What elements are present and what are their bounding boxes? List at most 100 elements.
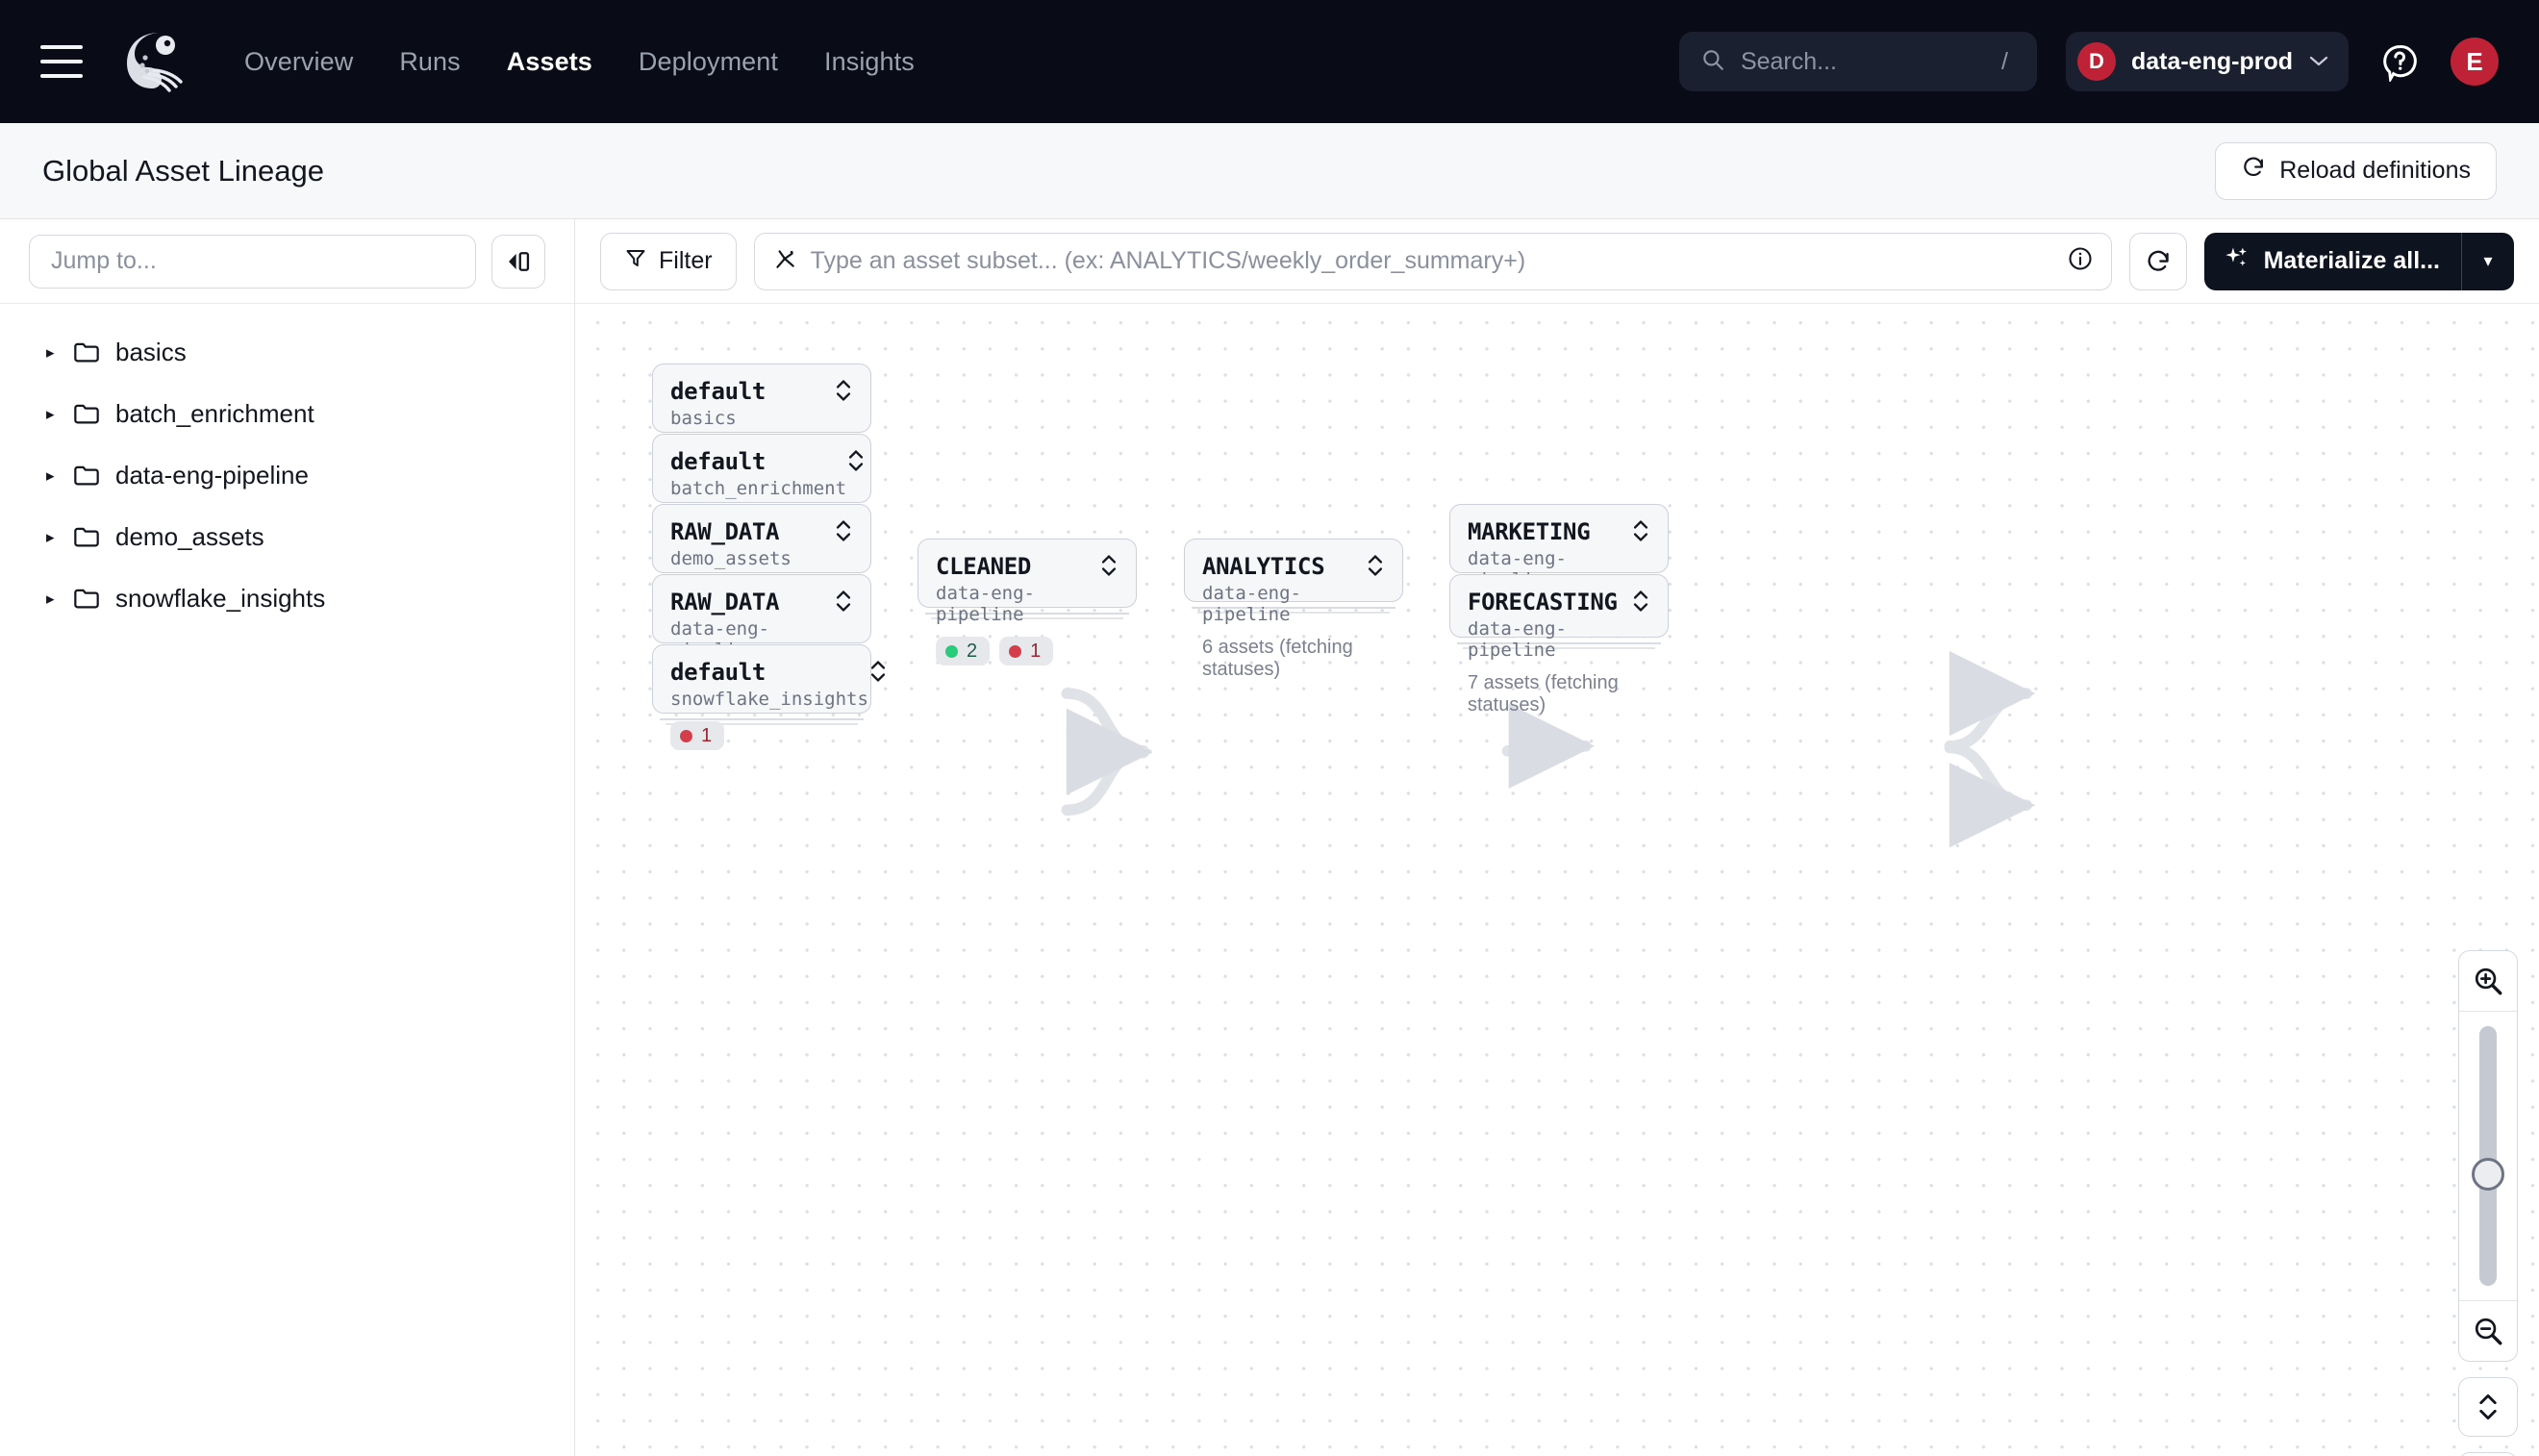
folder-icon — [73, 340, 115, 364]
chevron-down-icon — [2308, 51, 2329, 73]
node-title: FORECASTING — [1468, 589, 1618, 615]
node-fetching-status: 7 assets (fetching statuses) — [1468, 672, 1619, 715]
asset-group-node-demo-assets-raw-data[interactable]: RAW_DATA demo_assets — [652, 504, 871, 610]
node-stack-line — [660, 718, 864, 720]
nav-link-insights[interactable]: Insights — [824, 46, 915, 76]
nav-link-assets[interactable]: Assets — [506, 46, 592, 76]
node-stack-line — [925, 613, 1129, 615]
node-subtitle: basics — [670, 408, 737, 429]
asset-subset-placeholder: Type an asset subset... (ex: ANALYTICS/w… — [810, 247, 1526, 274]
node-subtitle: data-eng-pipeline — [936, 583, 1035, 625]
nav-link-overview[interactable]: Overview — [244, 46, 354, 76]
zoom-divider — [2459, 1011, 2517, 1012]
folder-icon — [73, 525, 115, 548]
user-avatar[interactable]: E — [2451, 38, 2499, 86]
expand-collapse-all-button[interactable] — [2458, 1377, 2518, 1437]
node-subtitle: data-eng-pipeline — [1468, 618, 1567, 661]
asset-group-node-batch-enrichment-default[interactable]: default batch_enrichment — [652, 434, 871, 540]
zoom-out-button[interactable] — [2459, 1301, 2517, 1361]
chevron-right-icon[interactable]: ▸ — [46, 589, 55, 608]
lineage-canvas: Filter Type an asset subset... (ex: ANAL… — [575, 219, 2539, 1456]
chevron-right-icon[interactable]: ▸ — [46, 527, 55, 546]
deployment-switcher[interactable]: D data-eng-prod — [2065, 32, 2349, 91]
jump-to-input[interactable]: Jump to... — [29, 234, 476, 289]
sidebar-item-label: basics — [115, 337, 187, 366]
deployment-name: data-eng-prod — [2130, 47, 2293, 75]
node-title: CLEANED — [936, 553, 1032, 580]
funnel-icon — [624, 246, 647, 276]
expand-collapse-icon[interactable] — [1631, 589, 1650, 618]
sidebar-item-snowflake-insights[interactable]: ▸ snowflake_insights — [0, 567, 574, 629]
asset-subset-input[interactable]: Type an asset subset... (ex: ANALYTICS/w… — [753, 232, 2112, 290]
expand-collapse-icon[interactable] — [1366, 553, 1385, 583]
expand-collapse-icon[interactable] — [868, 659, 888, 689]
asset-group-node-data-eng-pipeline-raw-data[interactable]: RAW_DATA data-eng-pipeline — [652, 574, 871, 701]
sidebar-item-demo-assets[interactable]: ▸ demo_assets — [0, 506, 574, 567]
asset-group-node-cleaned[interactable]: CLEANED data-eng-pipeline — [918, 539, 1137, 665]
status-badge[interactable]: 2 — [936, 637, 991, 665]
reload-definitions-label: Reload definitions — [2279, 157, 2471, 184]
chevron-right-icon[interactable]: ▸ — [46, 404, 55, 423]
search-input[interactable]: Search... / — [1678, 32, 2037, 91]
chevron-right-icon[interactable]: ▸ — [46, 465, 55, 485]
expand-collapse-icon[interactable] — [834, 518, 853, 548]
lineage-toolbar: Filter Type an asset subset... (ex: ANAL… — [575, 219, 2539, 304]
refresh-lineage-button[interactable] — [2128, 232, 2187, 290]
reload-definitions-button[interactable]: Reload definitions — [2215, 141, 2497, 200]
asset-group-node-forecasting[interactable]: FORECASTING data-eng-pipeline 7 assets (… — [1449, 574, 1669, 715]
search-icon — [1700, 47, 1725, 77]
expand-collapse-icon[interactable] — [846, 448, 866, 478]
page-body: Jump to... ▸ basics — [0, 219, 2539, 1456]
nav-links: Overview Runs Assets Deployment Insights — [244, 47, 915, 77]
zoom-slider-track — [2479, 1026, 2497, 1286]
status-dot-failed-icon — [680, 729, 692, 742]
top-navigation-bar: Overview Runs Assets Deployment Insights… — [0, 0, 2539, 123]
materialize-dropdown-caret[interactable]: ▾ — [2483, 251, 2493, 270]
sidebar-item-data-eng-pipeline[interactable]: ▸ data-eng-pipeline — [0, 444, 574, 506]
dagster-logo-icon[interactable] — [121, 27, 190, 96]
materialize-all-button[interactable]: Materialize all... ▾ — [2203, 232, 2514, 290]
search-shortcut-hint: / — [2001, 47, 2008, 75]
nav-link-runs[interactable]: Runs — [399, 46, 461, 76]
zoom-slider-thumb[interactable] — [2472, 1158, 2504, 1191]
status-badge[interactable]: 1 — [670, 721, 725, 750]
status-count: 1 — [701, 724, 713, 746]
node-subtitle: snowflake_insights — [670, 689, 868, 710]
asset-group-node-snowflake-insights-default[interactable]: default snowflake_insights — [652, 644, 885, 750]
materialize-all-main[interactable]: Materialize all... — [2204, 233, 2461, 290]
expand-collapse-icon[interactable] — [1099, 553, 1119, 583]
status-dot-failed-icon — [1009, 644, 1022, 658]
node-title: MARKETING — [1468, 518, 1591, 545]
hierarchy-layout-button[interactable] — [2458, 1452, 2518, 1456]
sidebar-item-label: data-eng-pipeline — [115, 460, 309, 490]
expand-collapse-icon[interactable] — [834, 378, 853, 408]
help-icon[interactable] — [2377, 39, 2422, 84]
expand-collapse-icon[interactable] — [834, 589, 853, 618]
sidebar-item-basics[interactable]: ▸ basics — [0, 321, 574, 383]
folder-icon — [73, 402, 115, 425]
page-title: Global Asset Lineage — [42, 153, 324, 188]
node-stack-line — [666, 723, 858, 725]
node-stack-line — [1192, 607, 1395, 609]
nav-link-deployment[interactable]: Deployment — [638, 46, 778, 76]
status-badge[interactable]: 1 — [999, 637, 1054, 665]
zoom-in-button[interactable] — [2459, 951, 2517, 1011]
sidebar-item-batch-enrichment[interactable]: ▸ batch_enrichment — [0, 383, 574, 444]
info-circle-icon[interactable] — [2067, 245, 2094, 277]
lineage-graph[interactable]: default basics — [575, 304, 2539, 1456]
chevron-right-icon[interactable]: ▸ — [46, 342, 55, 362]
nav-right-cluster: Search... / D data-eng-prod E — [1678, 32, 2499, 91]
asset-group-node-basics-default[interactable]: default basics — [652, 364, 871, 469]
expand-collapse-icon[interactable] — [1631, 518, 1650, 548]
hamburger-icon[interactable] — [40, 45, 83, 78]
edge-demo-assets-to-cleaned — [1061, 688, 1153, 793]
asset-group-node-analytics[interactable]: ANALYTICS data-eng-pipeline 6 assets (fe… — [1184, 539, 1403, 680]
node-subtitle: batch_enrichment — [670, 478, 847, 499]
node-title: default — [670, 378, 767, 405]
collapse-sidebar-button[interactable] — [491, 234, 545, 289]
filter-button[interactable]: Filter — [600, 232, 737, 290]
search-placeholder: Search... — [1740, 47, 1838, 75]
asset-group-node-marketing[interactable]: MARKETING data-eng-pipeline — [1449, 504, 1669, 631]
zoom-slider[interactable] — [2459, 1012, 2517, 1300]
folder-icon — [73, 464, 115, 487]
